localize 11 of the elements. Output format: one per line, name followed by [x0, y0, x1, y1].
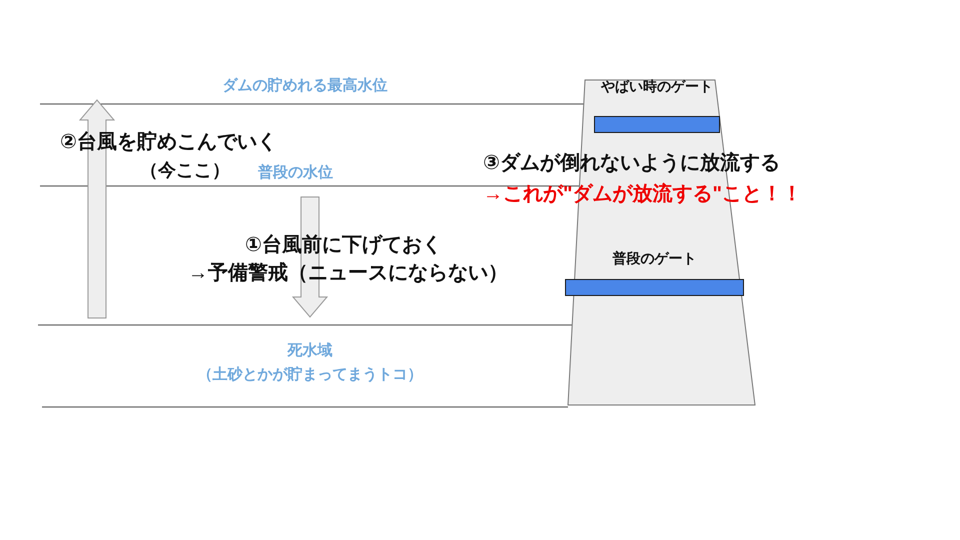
gate-label: やばい時のゲート [600, 78, 714, 96]
note-text: （今ここ） [140, 160, 230, 182]
step-text: ②台風を貯めこんでいく [60, 130, 277, 154]
zone-label: （土砂とかが貯まってまうトコ） [198, 366, 422, 384]
zone-label: 死水域 [288, 342, 332, 360]
level-label: 普段の水位 [258, 164, 333, 182]
step-text: ①台風前に下げておく [245, 233, 442, 257]
level-label: ダムの貯めれる最高水位 [222, 77, 388, 95]
gate-label: 普段のゲート [612, 250, 698, 268]
emphasis-text: →これが"ダムが放流する"こと！！ [483, 182, 802, 206]
note-text: →予備警戒（ニュースにならない） [188, 261, 508, 285]
